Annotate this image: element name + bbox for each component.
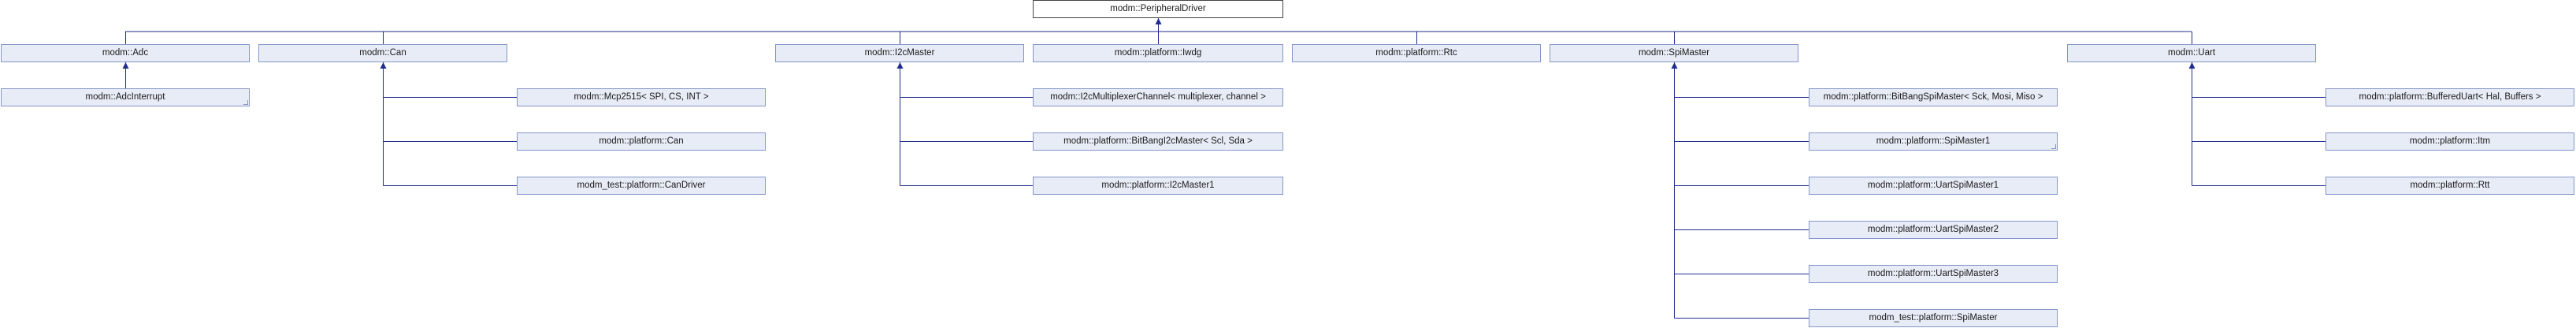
node-label: modm::platform::UartSpiMaster2: [1867, 225, 1999, 234]
more-marker-icon: [2051, 144, 2056, 149]
node-i2c-master[interactable]: modm::I2cMaster: [775, 44, 1024, 62]
inheritance-arrow-icon: [122, 62, 129, 69]
node-label: modm::platform::BitBangSpiMaster< Sck, M…: [1823, 92, 2043, 102]
inheritance-arrow-icon: [896, 62, 904, 69]
node-uart-spi1[interactable]: modm::platform::UartSpiMaster1: [1809, 177, 2058, 195]
node-itm[interactable]: modm::platform::Itm: [2325, 132, 2574, 151]
node-label: modm::I2cMultiplexerChannel< multiplexer…: [1050, 92, 1266, 102]
node-label: modm::platform::Rtc: [1375, 48, 1457, 58]
inheritance-arrow-icon: [1671, 62, 1678, 69]
node-label: modm::platform::Iwdg: [1114, 48, 1202, 58]
node-can[interactable]: modm::Can: [258, 44, 507, 62]
node-adc-interrupt[interactable]: modm::AdcInterrupt: [1, 88, 250, 106]
node-peripheral-driver[interactable]: modm::PeripheralDriver: [1033, 0, 1283, 18]
more-marker-icon: [243, 100, 248, 105]
node-label: modm::Adc: [102, 48, 149, 58]
node-buffered-uart[interactable]: modm::platform::BufferedUart< Hal, Buffe…: [2325, 88, 2574, 106]
inheritance-arrow-icon: [1155, 18, 1162, 24]
node-bitbang-i2c[interactable]: modm::platform::BitBangI2cMaster< Scl, S…: [1033, 132, 1283, 151]
node-label: modm_test::platform::SpiMaster: [1869, 313, 1998, 322]
node-label: modm::platform::Rtt: [2410, 181, 2490, 190]
node-label: modm::platform::UartSpiMaster3: [1867, 269, 1999, 278]
node-uart[interactable]: modm::Uart: [2067, 44, 2316, 62]
node-label: modm::AdcInterrupt: [85, 92, 165, 102]
node-bitbang-spi[interactable]: modm::platform::BitBangSpiMaster< Sck, M…: [1809, 88, 2058, 106]
node-label: modm::PeripheralDriver: [1110, 4, 1206, 13]
node-spi-master1[interactable]: modm::platform::SpiMaster1: [1809, 132, 2058, 151]
node-mcp2515[interactable]: modm::Mcp2515< SPI, CS, INT >: [517, 88, 766, 106]
node-rtc[interactable]: modm::platform::Rtc: [1292, 44, 1541, 62]
node-label: modm::Uart: [2167, 48, 2216, 58]
node-label: modm::Can: [359, 48, 406, 58]
node-adc[interactable]: modm::Adc: [1, 44, 250, 62]
node-platform-can[interactable]: modm::platform::Can: [517, 132, 766, 151]
node-uart-spi3[interactable]: modm::platform::UartSpiMaster3: [1809, 265, 2058, 283]
node-label: modm::I2cMaster: [864, 48, 935, 58]
node-label: modm::platform::SpiMaster1: [1876, 136, 1991, 146]
node-uart-spi2[interactable]: modm::platform::UartSpiMaster2: [1809, 221, 2058, 239]
node-label: modm::platform::Itm: [2409, 136, 2491, 146]
node-label: modm::platform::BufferedUart< Hal, Buffe…: [2359, 92, 2541, 102]
inheritance-arrow-icon: [2188, 62, 2196, 69]
node-label: modm::platform::UartSpiMaster1: [1867, 181, 1999, 190]
node-label: modm_test::platform::CanDriver: [577, 181, 706, 190]
node-i2c-mux-channel[interactable]: modm::I2cMultiplexerChannel< multiplexer…: [1033, 88, 1283, 106]
node-test-can-driver[interactable]: modm_test::platform::CanDriver: [517, 177, 766, 195]
node-label: modm::SpiMaster: [1638, 48, 1710, 58]
node-spi-master[interactable]: modm::SpiMaster: [1550, 44, 1798, 62]
node-i2c-master1[interactable]: modm::platform::I2cMaster1: [1033, 177, 1283, 195]
node-label: modm::platform::I2cMaster1: [1101, 181, 1215, 190]
node-rtt[interactable]: modm::platform::Rtt: [2325, 177, 2574, 195]
node-label: modm::platform::BitBangI2cMaster< Scl, S…: [1063, 136, 1253, 146]
inheritance-arrow-icon: [380, 62, 387, 69]
node-label: modm::Mcp2515< SPI, CS, INT >: [573, 92, 709, 102]
node-test-spi[interactable]: modm_test::platform::SpiMaster: [1809, 309, 2058, 327]
node-iwdg[interactable]: modm::platform::Iwdg: [1033, 44, 1283, 62]
node-label: modm::platform::Can: [599, 136, 684, 146]
